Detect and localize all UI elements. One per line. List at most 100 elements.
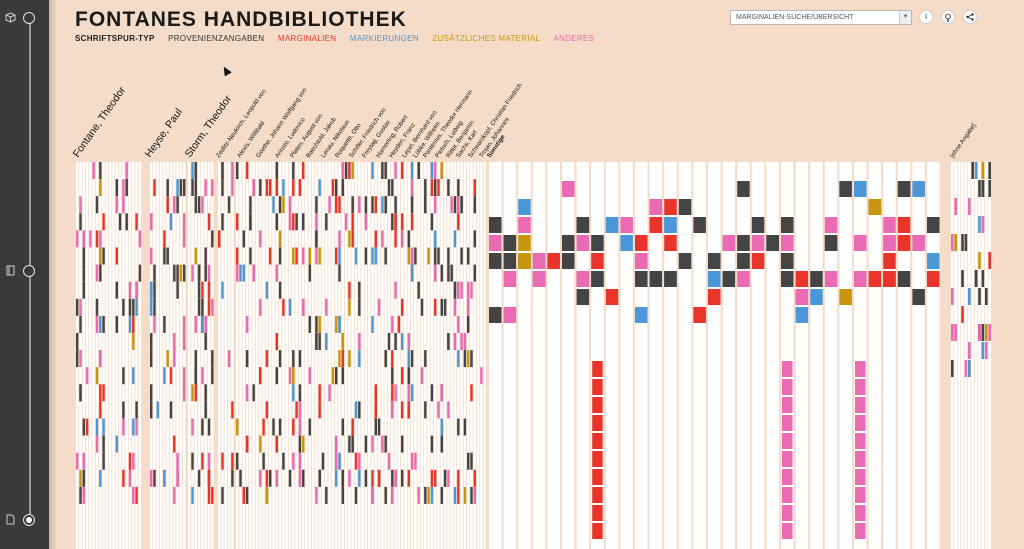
book-mark[interactable] bbox=[245, 315, 249, 333]
column-strip[interactable] bbox=[239, 162, 242, 549]
book-mark[interactable] bbox=[443, 298, 447, 316]
column-strip[interactable] bbox=[207, 162, 211, 549]
column-strip[interactable] bbox=[473, 162, 476, 549]
book-mark[interactable] bbox=[927, 253, 940, 269]
book-mark[interactable] bbox=[434, 196, 437, 214]
book-mark[interactable] bbox=[358, 281, 361, 299]
book-mark[interactable] bbox=[781, 271, 794, 287]
book-mark[interactable] bbox=[453, 230, 457, 248]
book-mark[interactable] bbox=[401, 298, 404, 316]
book-mark[interactable] bbox=[335, 367, 338, 385]
book-mark[interactable] bbox=[453, 333, 457, 350]
book-mark[interactable] bbox=[664, 199, 677, 215]
book-mark[interactable] bbox=[132, 315, 135, 333]
column-strip[interactable] bbox=[810, 162, 823, 549]
book-mark[interactable] bbox=[221, 213, 224, 231]
book-mark[interactable] bbox=[434, 469, 437, 487]
book-mark[interactable] bbox=[275, 213, 278, 231]
book-mark[interactable] bbox=[489, 307, 502, 323]
book-mark[interactable] bbox=[954, 198, 957, 215]
book-mark[interactable] bbox=[592, 433, 603, 449]
book-mark[interactable] bbox=[377, 298, 381, 316]
book-mark[interactable] bbox=[394, 281, 397, 299]
book-mark[interactable] bbox=[249, 247, 252, 265]
book-mark[interactable] bbox=[335, 315, 338, 333]
book-mark[interactable] bbox=[166, 247, 169, 265]
book-mark[interactable] bbox=[473, 469, 476, 487]
book-mark[interactable] bbox=[384, 162, 387, 179]
book-mark[interactable] bbox=[839, 289, 852, 305]
book-mark[interactable] bbox=[115, 315, 118, 333]
book-mark[interactable] bbox=[115, 196, 118, 214]
book-mark[interactable] bbox=[374, 247, 377, 265]
book-mark[interactable] bbox=[391, 367, 394, 385]
book-mark[interactable] bbox=[401, 230, 404, 248]
book-mark[interactable] bbox=[883, 217, 896, 233]
book-mark[interactable] bbox=[318, 401, 321, 419]
book-mark[interactable] bbox=[348, 435, 351, 453]
book-mark[interactable] bbox=[453, 281, 457, 299]
column-strip[interactable] bbox=[85, 162, 89, 549]
book-mark[interactable] bbox=[562, 235, 575, 251]
book-mark[interactable] bbox=[364, 213, 368, 231]
book-mark[interactable] bbox=[231, 469, 234, 487]
book-mark[interactable] bbox=[447, 247, 450, 265]
book-mark[interactable] bbox=[150, 298, 153, 316]
book-mark[interactable] bbox=[855, 523, 866, 539]
column-strip[interactable] bbox=[224, 162, 227, 549]
book-mark[interactable] bbox=[434, 179, 437, 197]
book-mark[interactable] bbox=[664, 217, 677, 233]
book-mark[interactable] bbox=[434, 264, 437, 282]
book-mark[interactable] bbox=[328, 384, 331, 402]
column-strip[interactable] bbox=[191, 162, 194, 549]
book-mark[interactable] bbox=[457, 281, 460, 299]
book-mark[interactable] bbox=[576, 289, 590, 305]
book-mark[interactable] bbox=[401, 435, 404, 453]
book-mark[interactable] bbox=[269, 179, 272, 197]
book-mark[interactable] bbox=[430, 486, 434, 504]
book-mark[interactable] bbox=[252, 384, 255, 402]
book-mark[interactable] bbox=[204, 384, 207, 402]
book-mark[interactable] bbox=[204, 179, 207, 197]
book-mark[interactable] bbox=[128, 315, 132, 333]
column-strip[interactable] bbox=[377, 162, 381, 549]
book-mark[interactable] bbox=[278, 247, 282, 265]
book-mark[interactable] bbox=[782, 505, 793, 521]
book-mark[interactable] bbox=[298, 435, 302, 453]
book-mark[interactable] bbox=[437, 401, 440, 419]
column-strip[interactable] bbox=[401, 162, 404, 549]
book-mark[interactable] bbox=[635, 253, 648, 269]
book-mark[interactable] bbox=[194, 350, 197, 368]
book-mark[interactable] bbox=[122, 469, 125, 487]
column-strip[interactable] bbox=[295, 162, 298, 549]
book-mark[interactable] bbox=[364, 247, 368, 265]
book-mark[interactable] bbox=[855, 379, 866, 395]
book-mark[interactable] bbox=[211, 486, 214, 504]
book-mark[interactable] bbox=[489, 235, 502, 251]
column-strip[interactable] bbox=[961, 162, 964, 549]
column-strip[interactable] bbox=[620, 162, 633, 549]
book-mark[interactable] bbox=[282, 298, 285, 316]
legend-item-material[interactable]: ZUSÄTZLICHES MATERIAL bbox=[432, 34, 541, 43]
book-mark[interactable] bbox=[122, 298, 125, 316]
column-strip[interactable] bbox=[183, 162, 186, 549]
book-mark[interactable] bbox=[194, 179, 197, 197]
book-mark[interactable] bbox=[457, 315, 460, 333]
column-strip[interactable] bbox=[335, 162, 338, 549]
column-strip[interactable] bbox=[179, 162, 183, 549]
column-strip[interactable] bbox=[443, 162, 447, 549]
book-mark[interactable] bbox=[824, 235, 838, 251]
book-mark[interactable] bbox=[988, 252, 991, 269]
book-mark[interactable] bbox=[470, 486, 473, 504]
book-mark[interactable] bbox=[239, 264, 242, 282]
book-mark[interactable] bbox=[883, 235, 896, 251]
book-mark[interactable] bbox=[348, 281, 351, 299]
book-mark[interactable] bbox=[197, 264, 201, 282]
column-strip[interactable] bbox=[169, 162, 173, 549]
legend-item-provenienz[interactable]: PROVENIENZANGABEN bbox=[168, 34, 265, 43]
book-mark[interactable] bbox=[374, 196, 377, 214]
book-mark[interactable] bbox=[420, 367, 424, 385]
book-mark[interactable] bbox=[443, 469, 447, 487]
book-mark[interactable] bbox=[79, 196, 82, 214]
book-mark[interactable] bbox=[988, 162, 991, 179]
